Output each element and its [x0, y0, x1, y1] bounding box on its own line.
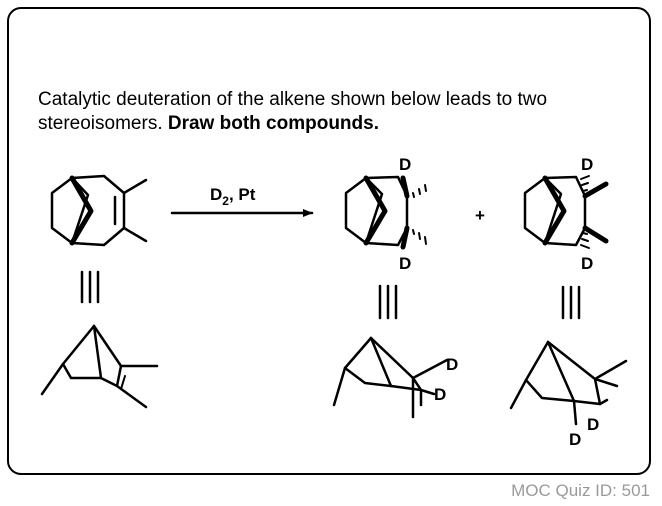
d-label: D: [569, 430, 581, 449]
d-label: D: [587, 415, 599, 434]
product-2: [523, 175, 609, 249]
d-label: D: [581, 254, 593, 273]
starting-alkene-3d: [40, 324, 159, 409]
question-text: Catalytic deuteration of the alkene show…: [38, 88, 638, 136]
quiz-id: MOC Quiz ID: 501: [511, 481, 650, 500]
d-label: D: [399, 155, 411, 174]
question-emphasis: Draw both compounds.: [167, 113, 379, 134]
plus-sign: +: [475, 206, 485, 225]
quiz-card: [7, 7, 651, 475]
equivalence-marks: [80, 270, 581, 320]
d-label: D: [581, 155, 593, 174]
starting-alkene: [50, 174, 148, 247]
product-1: [344, 175, 427, 250]
d-labels: D D D D D D D D: [399, 155, 599, 449]
product-2-3d: [509, 340, 628, 426]
reagent-label: D2, Pt: [210, 185, 256, 208]
d-label: D: [434, 385, 446, 404]
d-label: D: [446, 355, 458, 374]
product-1-3d: [332, 336, 449, 419]
d-label: D: [399, 254, 411, 273]
question-body: Catalytic deuteration of the alkene show…: [38, 89, 548, 134]
